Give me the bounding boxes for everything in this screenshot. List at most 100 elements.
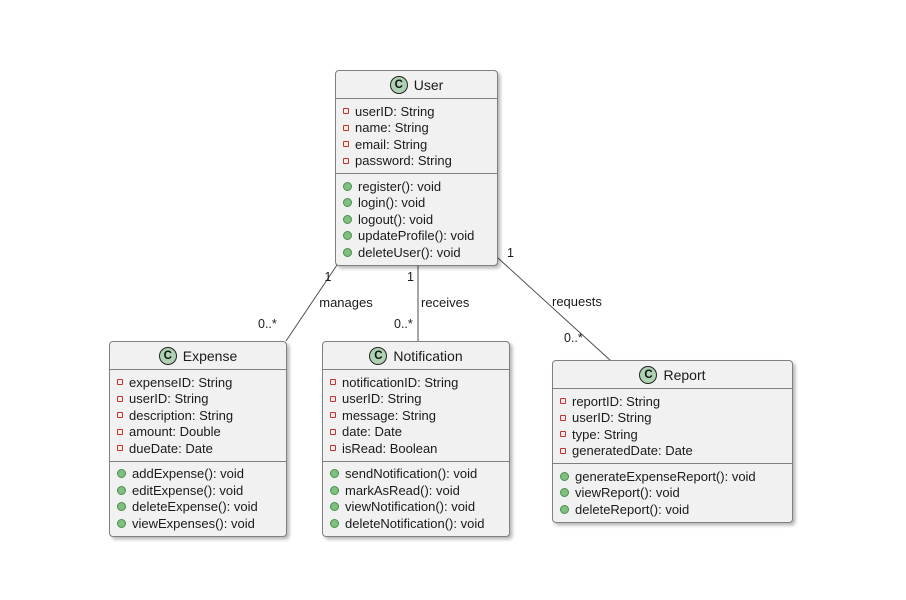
edge-label-manages: manages bbox=[319, 295, 373, 310]
class-header: C Notification bbox=[323, 342, 509, 370]
multiplicity-user-expense-to: 0..* bbox=[258, 317, 277, 331]
public-method-icon bbox=[330, 518, 339, 528]
method-row: markAsRead(): void bbox=[323, 482, 509, 499]
edge-user-report[interactable] bbox=[497, 257, 612, 362]
attribute-row: type: String bbox=[553, 426, 792, 443]
public-method-icon bbox=[343, 247, 352, 257]
public-method-icon bbox=[117, 518, 126, 528]
class-name: User bbox=[413, 76, 444, 93]
method-row: addExpense(): void bbox=[110, 466, 286, 483]
public-method-icon bbox=[117, 469, 126, 479]
attribute-row: userID: String bbox=[336, 103, 497, 120]
edge-user-expense[interactable] bbox=[285, 261, 340, 342]
member-text: register(): void bbox=[358, 178, 442, 194]
multiplicity-user-notification-from: 1 bbox=[407, 270, 414, 284]
attribute-row: description: String bbox=[110, 407, 286, 424]
multiplicity-user-report-to: 0..* bbox=[564, 331, 583, 345]
attribute-row: name: String bbox=[336, 120, 497, 137]
public-method-icon bbox=[560, 504, 569, 514]
method-row: sendNotification(): void bbox=[323, 466, 509, 483]
member-text: addExpense(): void bbox=[132, 466, 245, 482]
private-attribute-icon bbox=[343, 157, 349, 164]
member-text: viewExpenses(): void bbox=[132, 515, 255, 531]
member-text: password: String bbox=[355, 153, 452, 169]
member-text: name: String bbox=[355, 120, 429, 136]
member-text: deleteExpense(): void bbox=[132, 499, 258, 515]
private-attribute-icon bbox=[330, 428, 336, 435]
member-text: userID: String bbox=[572, 410, 652, 426]
member-text: generateExpenseReport(): void bbox=[575, 468, 756, 484]
member-text: markAsRead(): void bbox=[345, 482, 460, 498]
member-text: email: String bbox=[355, 136, 428, 152]
class-header: C Report bbox=[553, 361, 792, 389]
public-method-icon bbox=[117, 502, 126, 512]
member-text: viewNotification(): void bbox=[345, 499, 476, 515]
attribute-row: userID: String bbox=[110, 391, 286, 408]
private-attribute-icon bbox=[330, 445, 336, 452]
member-text: deleteUser(): void bbox=[358, 244, 461, 260]
multiplicity-user-report-from: 1 bbox=[507, 246, 514, 260]
member-text: deleteNotification(): void bbox=[345, 515, 485, 531]
method-row: deleteNotification(): void bbox=[323, 515, 509, 532]
method-row: deleteExpense(): void bbox=[110, 499, 286, 516]
private-attribute-icon bbox=[560, 398, 566, 405]
member-text: sendNotification(): void bbox=[345, 466, 478, 482]
attribute-row: isRead: Boolean bbox=[323, 440, 509, 457]
public-method-icon bbox=[343, 231, 352, 241]
method-row: deleteUser(): void bbox=[336, 244, 497, 261]
member-text: notificationID: String bbox=[342, 374, 459, 390]
edge-label-requests: requests bbox=[552, 294, 602, 309]
class-name: Report bbox=[663, 366, 706, 383]
class-stereotype-icon: C bbox=[369, 346, 388, 365]
attribute-row: message: String bbox=[323, 407, 509, 424]
method-row: viewReport(): void bbox=[553, 485, 792, 502]
method-row: viewNotification(): void bbox=[323, 499, 509, 516]
method-row: register(): void bbox=[336, 178, 497, 195]
private-attribute-icon bbox=[117, 412, 123, 419]
private-attribute-icon bbox=[343, 108, 349, 115]
method-row: logout(): void bbox=[336, 211, 497, 228]
member-text: amount: Double bbox=[129, 424, 221, 440]
class-stereotype-icon: C bbox=[389, 75, 408, 94]
member-text: expenseID: String bbox=[129, 374, 233, 390]
method-row: deleteReport(): void bbox=[553, 501, 792, 518]
member-text: isRead: Boolean bbox=[342, 440, 438, 456]
attribute-row: userID: String bbox=[323, 391, 509, 408]
member-text: type: String bbox=[572, 426, 638, 442]
attribute-row: email: String bbox=[336, 136, 497, 153]
member-text: generatedDate: Date bbox=[572, 443, 693, 459]
public-method-icon bbox=[560, 488, 569, 498]
method-row: generateExpenseReport(): void bbox=[553, 468, 792, 485]
member-text: editExpense(): void bbox=[132, 482, 244, 498]
class-name: Expense bbox=[182, 347, 238, 364]
private-attribute-icon bbox=[343, 124, 349, 131]
public-method-icon bbox=[343, 181, 352, 191]
member-text: message: String bbox=[342, 407, 436, 423]
class-stereotype-icon: C bbox=[639, 365, 658, 384]
member-text: date: Date bbox=[342, 424, 402, 440]
private-attribute-icon bbox=[330, 379, 336, 386]
public-method-icon bbox=[560, 471, 569, 481]
class-header: C Expense bbox=[110, 342, 286, 370]
private-attribute-icon bbox=[330, 395, 336, 402]
member-text: updateProfile(): void bbox=[358, 228, 475, 244]
public-method-icon bbox=[117, 485, 126, 495]
private-attribute-icon bbox=[560, 431, 566, 438]
member-text: userID: String bbox=[355, 103, 435, 119]
attribute-row: notificationID: String bbox=[323, 374, 509, 391]
member-text: logout(): void bbox=[358, 211, 434, 227]
class-header: C User bbox=[336, 71, 497, 99]
member-text: userID: String bbox=[129, 391, 209, 407]
